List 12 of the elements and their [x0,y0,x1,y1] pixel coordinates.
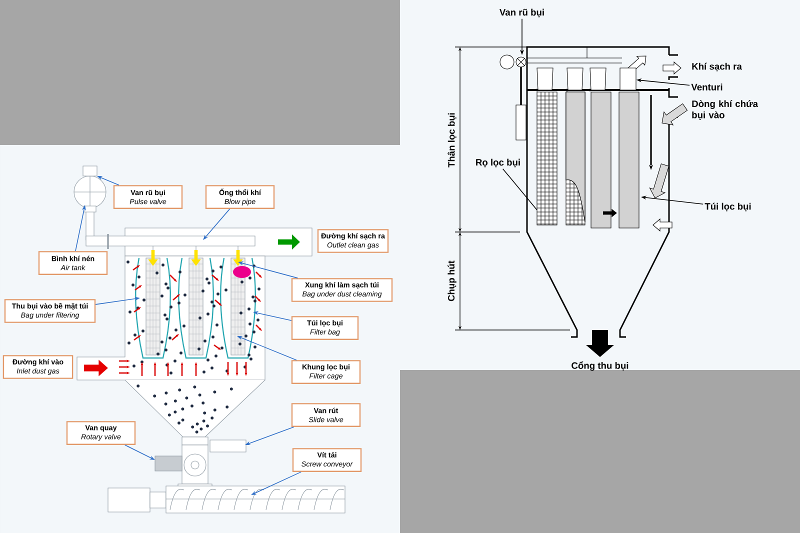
leader-line [203,208,230,240]
callout-text: Van rũ bụi [500,8,544,18]
inlet-label: Dòng khí chứa bụi vào [692,100,758,120]
callout-text: Venturi [691,84,722,90]
dimension-label: Thân lọc bụi [448,113,456,168]
venturi [620,68,636,90]
outlet-label: Khí sạch ra [692,62,742,72]
leader-line [502,168,538,210]
callout-text: Rọ lọc bụi [476,158,520,168]
dimension-label: Chụp hút [448,260,456,302]
outlet-label: Cổng thu bụi [572,361,628,371]
callout-text: Túi lọc bụi [704,202,751,212]
